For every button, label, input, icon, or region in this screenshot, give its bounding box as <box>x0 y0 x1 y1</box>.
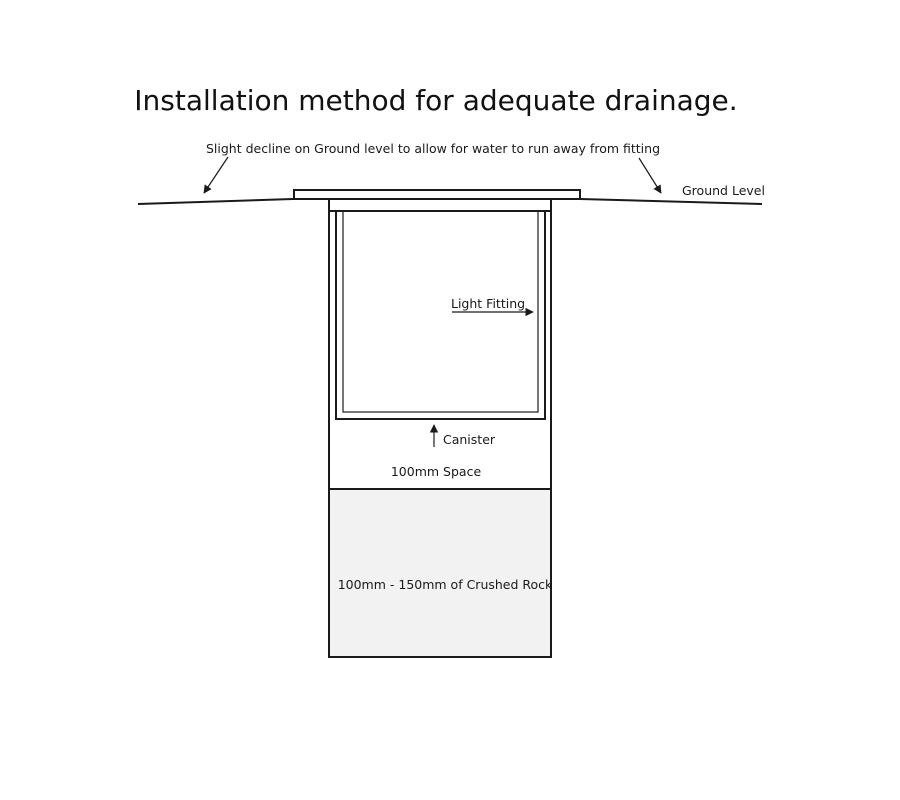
fitting-flange <box>328 198 552 212</box>
ground-level-label: Ground Level <box>682 183 765 198</box>
space-label: 100mm Space <box>391 464 482 479</box>
left-decline-arrow <box>203 156 229 194</box>
canister-label: Canister <box>443 432 496 447</box>
crushed-rock-layer <box>329 489 551 657</box>
light-fitting-body <box>335 210 546 420</box>
diagram-title: Installation method for adequate drainag… <box>134 84 737 117</box>
light-fitting-label: Light Fitting <box>451 296 525 311</box>
pit-outline <box>328 211 552 658</box>
crushed-rock-label: 100mm - 150mm of Crushed Rock <box>338 577 553 592</box>
fitting-top-plate <box>293 189 581 200</box>
slight-decline-label: Slight decline on Ground level to allow … <box>206 141 660 156</box>
right-decline-arrow <box>638 157 662 194</box>
canister-inner-wall <box>342 210 539 413</box>
